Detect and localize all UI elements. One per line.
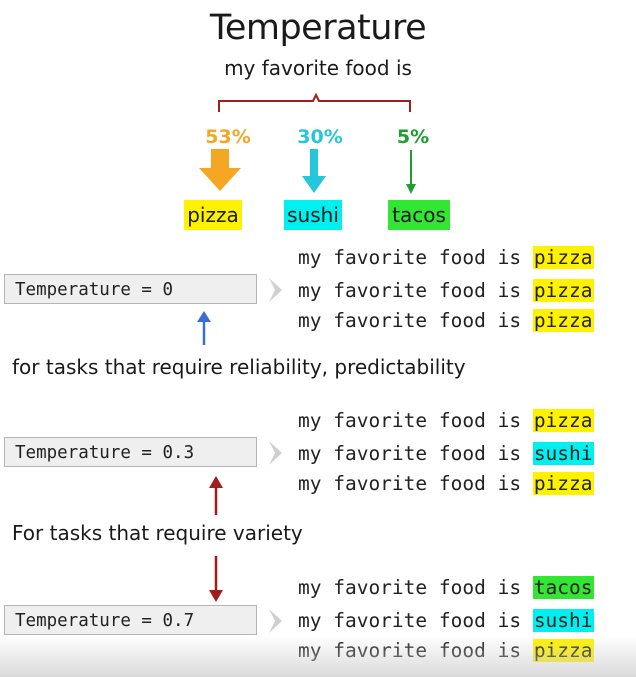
caption-variety: For tasks that require variety bbox=[12, 521, 303, 545]
output-prefix: my favorite food is bbox=[298, 409, 522, 432]
output-food: pizza bbox=[532, 246, 594, 269]
up-arrow-icon bbox=[209, 476, 223, 515]
pizza-arrow-icon bbox=[199, 149, 241, 191]
output-line: my favorite food is pizza bbox=[298, 246, 594, 270]
output-line: my favorite food is tacos bbox=[298, 576, 594, 600]
down-arrow-icon bbox=[209, 556, 223, 602]
temperature-box: Temperature = 0 bbox=[4, 274, 257, 304]
output-line: my favorite food is pizza bbox=[298, 472, 594, 496]
sushi-arrow-icon bbox=[302, 149, 326, 193]
output-prefix: my favorite food is bbox=[298, 609, 522, 632]
bottom-shade bbox=[0, 636, 636, 677]
output-food: pizza bbox=[532, 279, 594, 302]
output-line: my favorite food is sushi bbox=[298, 609, 594, 633]
temperature-box: Temperature = 0.3 bbox=[4, 437, 257, 467]
output-prefix: my favorite food is bbox=[298, 442, 522, 465]
output-prefix: my favorite food is bbox=[298, 576, 522, 599]
output-line: my favorite food is sushi bbox=[298, 442, 594, 466]
up-arrow-icon bbox=[197, 311, 211, 345]
temperature-box: Temperature = 0.7 bbox=[4, 605, 257, 635]
output-food: pizza bbox=[532, 309, 594, 332]
subtitle: my favorite food is bbox=[224, 56, 412, 80]
chevron-right-icon bbox=[269, 609, 282, 633]
tacos-percent: 5% bbox=[396, 126, 430, 148]
chevron-right-icon bbox=[269, 278, 282, 302]
sushi-percent: 30% bbox=[297, 126, 343, 148]
caption-reliability: for tasks that require reliability, pred… bbox=[12, 355, 466, 379]
bracket bbox=[218, 92, 411, 112]
output-line: my favorite food is pizza bbox=[298, 279, 594, 303]
output-prefix: my favorite food is bbox=[298, 279, 522, 302]
chevron-right-icon bbox=[269, 441, 282, 465]
food-word-sushi: sushi bbox=[284, 200, 342, 230]
output-food: pizza bbox=[532, 409, 594, 432]
pizza-percent: 53% bbox=[205, 126, 251, 148]
output-line: my favorite food is pizza bbox=[298, 309, 594, 333]
output-food: sushi bbox=[532, 609, 594, 632]
output-prefix: my favorite food is bbox=[298, 309, 522, 332]
output-food: tacos bbox=[532, 576, 594, 599]
food-word-tacos: tacos bbox=[388, 200, 450, 230]
tacos-arrow-icon bbox=[406, 150, 416, 194]
output-food: pizza bbox=[532, 472, 594, 495]
output-prefix: my favorite food is bbox=[298, 246, 522, 269]
food-word-pizza: pizza bbox=[184, 200, 242, 230]
output-food: sushi bbox=[532, 442, 594, 465]
output-line: my favorite food is pizza bbox=[298, 409, 594, 433]
output-prefix: my favorite food is bbox=[298, 472, 522, 495]
page-title: Temperature bbox=[209, 8, 427, 48]
